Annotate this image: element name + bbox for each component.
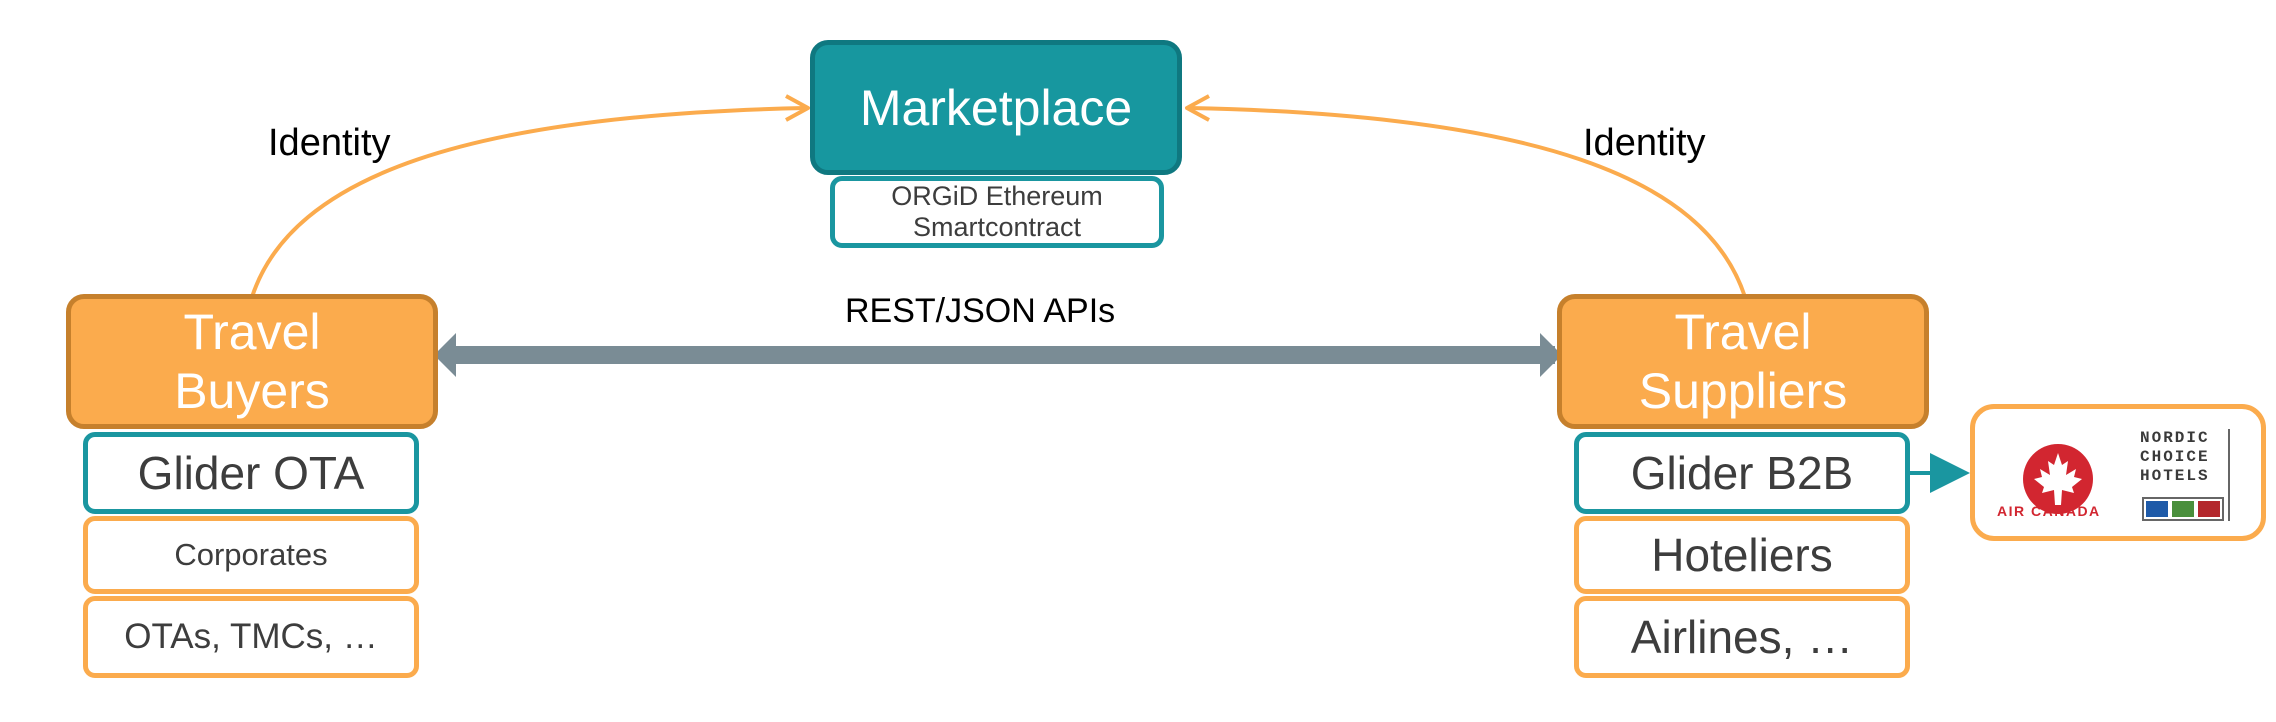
hoteliers-label: Hoteliers <box>1651 529 1833 581</box>
corporates-label: Corporates <box>174 537 328 572</box>
glider-b2b-label: Glider B2B <box>1630 447 1854 499</box>
api-arrowhead-left <box>434 333 456 377</box>
glider-b2b-box: Glider B2B <box>1574 432 1910 514</box>
air-canada-maple-leaf-icon <box>2023 444 2093 514</box>
travel-suppliers-node: Travel Suppliers <box>1557 294 1929 429</box>
api-label: REST/JSON APIs <box>845 292 1116 330</box>
airlines-box: Airlines, … <box>1574 596 1910 678</box>
marketplace-title: Marketplace <box>859 79 1133 136</box>
air-canada-logo-text: AIR CANADA <box>1997 503 2101 519</box>
airlines-label: Airlines, … <box>1630 611 1854 663</box>
identity-arc-left <box>250 106 806 298</box>
choice-brand-icon-1 <box>2146 501 2168 517</box>
nordic-choice-brand-icons <box>2142 497 2224 521</box>
api-arrowhead-right <box>1540 333 1562 377</box>
travel-buyers-title-line1: Travel <box>183 303 321 360</box>
marketplace-node: Marketplace <box>810 40 1182 175</box>
nordic-choice-logo-text: NORDIC CHOICE HOTELS <box>2140 429 2210 485</box>
partner-logos-box: AIR CANADA NORDIC CHOICE HOTELS <box>1970 404 2266 541</box>
travel-buyers-node: Travel Buyers <box>66 294 438 429</box>
choice-brand-icon-2 <box>2172 501 2194 517</box>
identity-arrowhead-left <box>785 94 810 122</box>
corporates-box: Corporates <box>83 516 419 594</box>
travel-buyers-title-line2: Buyers <box>174 362 330 419</box>
nordic-choice-frame-line <box>2228 429 2230 521</box>
glider-ota-box: Glider OTA <box>83 432 419 514</box>
glider-ota-label: Glider OTA <box>137 447 365 499</box>
identity-arrowhead-right <box>1185 94 1210 122</box>
api-arrow-shaft <box>450 346 1555 364</box>
otas-tmcs-box: OTAs, TMCs, … <box>83 596 419 678</box>
identity-label-left: Identity <box>268 122 391 164</box>
identity-label-right: Identity <box>1583 122 1706 164</box>
hoteliers-box: Hoteliers <box>1574 516 1910 594</box>
otas-tmcs-label: OTAs, TMCs, … <box>124 617 378 656</box>
identity-arc-right <box>1189 106 1747 298</box>
travel-suppliers-title-line1: Travel <box>1674 303 1812 360</box>
choice-brand-icon-3 <box>2198 501 2220 517</box>
travel-suppliers-title-line2: Suppliers <box>1638 362 1848 419</box>
orgid-contract-label: ORGiD Ethereum Smartcontract <box>891 180 1103 242</box>
orgid-contract-box: ORGiD Ethereum Smartcontract <box>830 176 1164 248</box>
